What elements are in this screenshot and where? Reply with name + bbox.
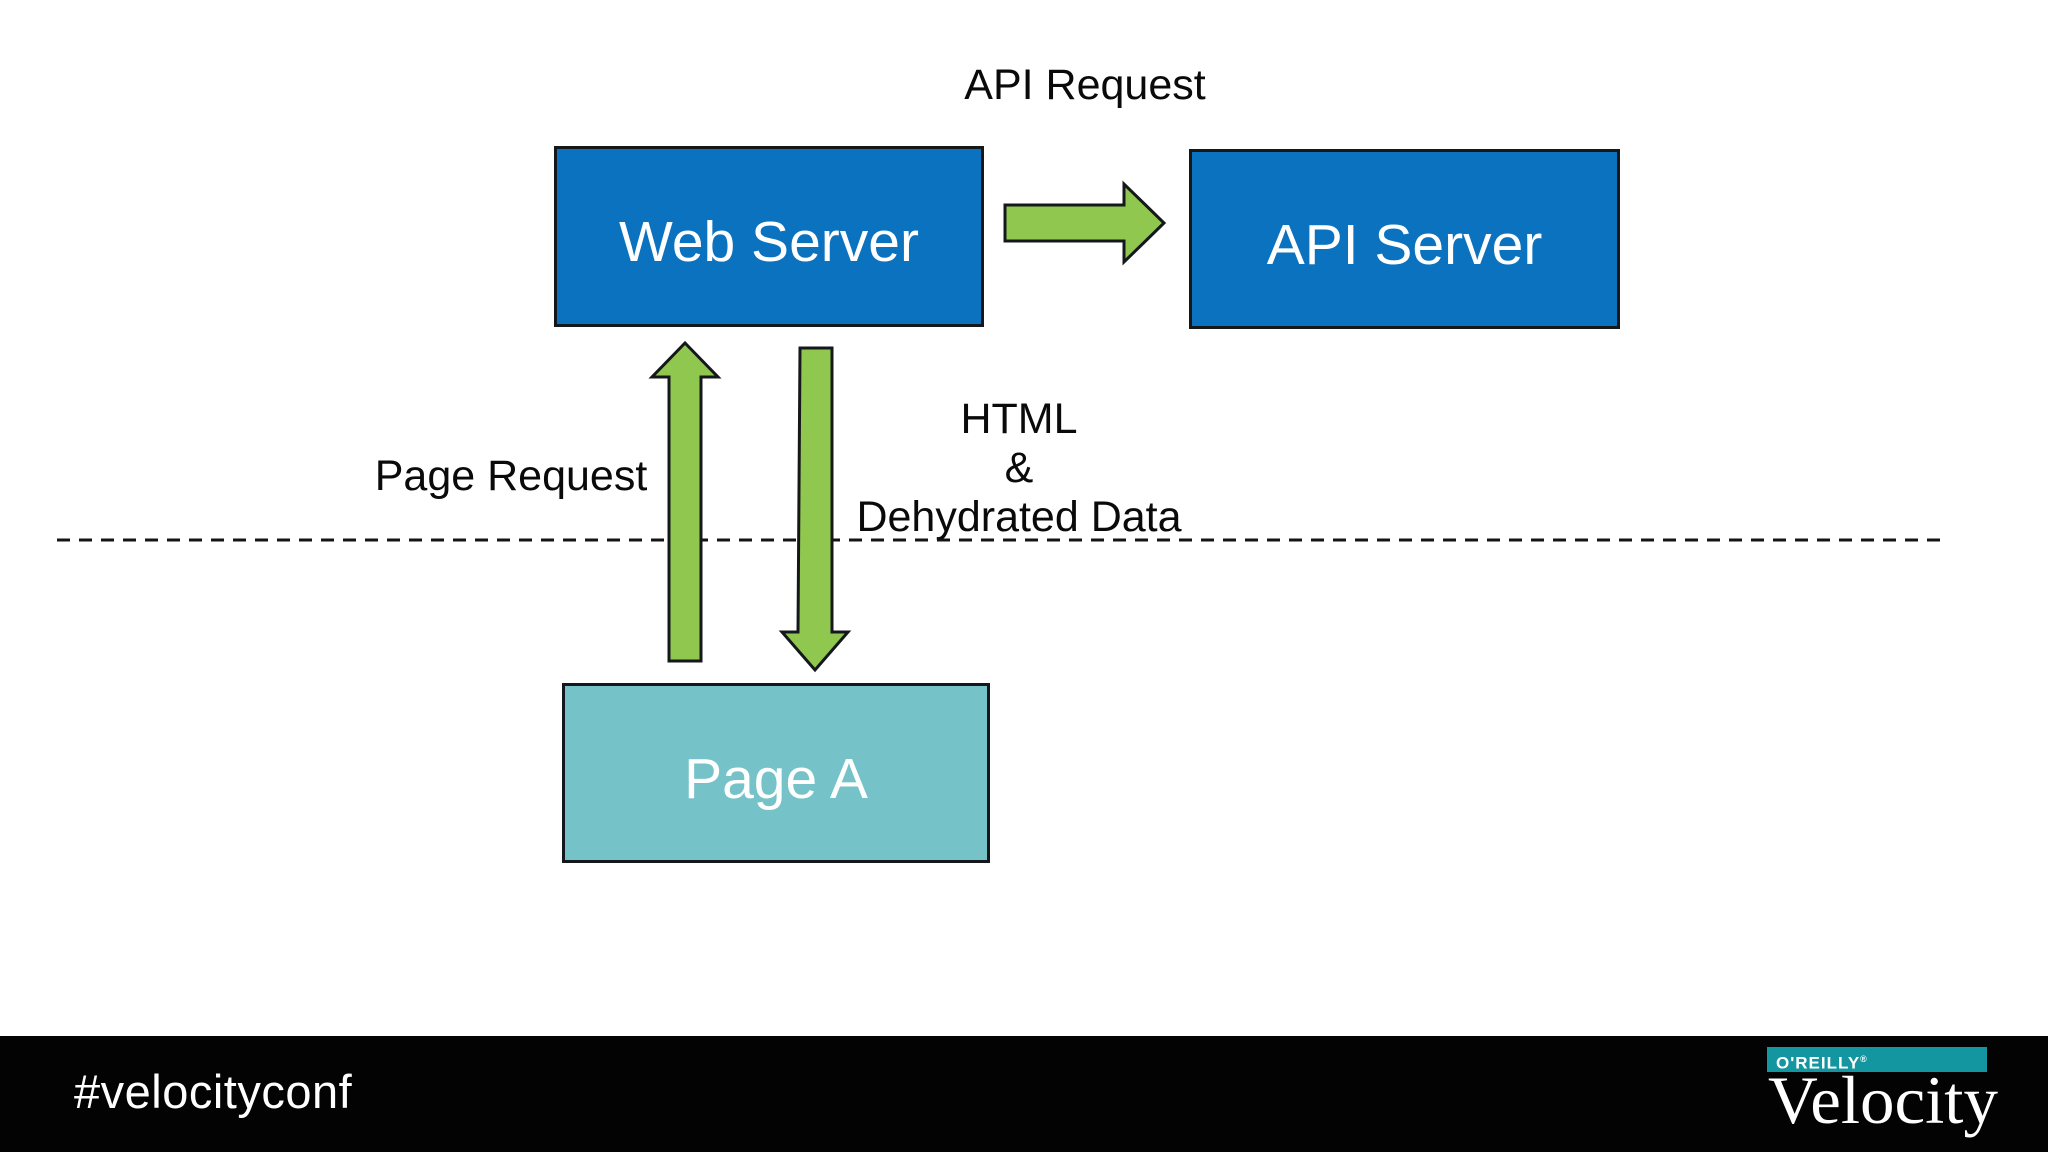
registered-mark: ® xyxy=(1860,1054,1867,1064)
velocity-wordmark-text: Velocity xyxy=(1768,1072,1998,1138)
api-request-arrow xyxy=(1003,180,1167,266)
oreilly-logo-bar: O'REILLY® xyxy=(1767,1047,1987,1073)
web-server-box: Web Server xyxy=(554,146,984,327)
page-request-label: Page Request xyxy=(374,452,648,500)
velocity-logo: O'REILLY® Velocity xyxy=(1766,1036,2006,1152)
hashtag-text: #velocityconf xyxy=(74,1065,353,1118)
html-response-arrow xyxy=(778,346,852,673)
web-server-label: Web Server xyxy=(619,210,919,274)
oreilly-brand-text: O'REILLY xyxy=(1776,1053,1861,1073)
api-request-label: API Request xyxy=(964,61,1206,109)
velocity-wordmark: Velocity xyxy=(1768,1072,1998,1138)
api-server-label: API Server xyxy=(1266,212,1543,277)
api-server-box: API Server xyxy=(1189,149,1620,329)
page-a-box: Page A xyxy=(562,683,990,863)
html-line-3: Dehydrated Data xyxy=(856,493,1182,541)
page-request-arrow xyxy=(648,340,722,663)
html-dehydrated-data-label: HTML & Dehydrated Data xyxy=(819,395,1219,542)
footer-bar: #velocityconf O'REILLY® Velocity xyxy=(0,1036,2048,1152)
page-a-label: Page A xyxy=(684,746,868,811)
html-line-2: & xyxy=(1004,444,1034,492)
html-line-1: HTML xyxy=(960,395,1078,443)
